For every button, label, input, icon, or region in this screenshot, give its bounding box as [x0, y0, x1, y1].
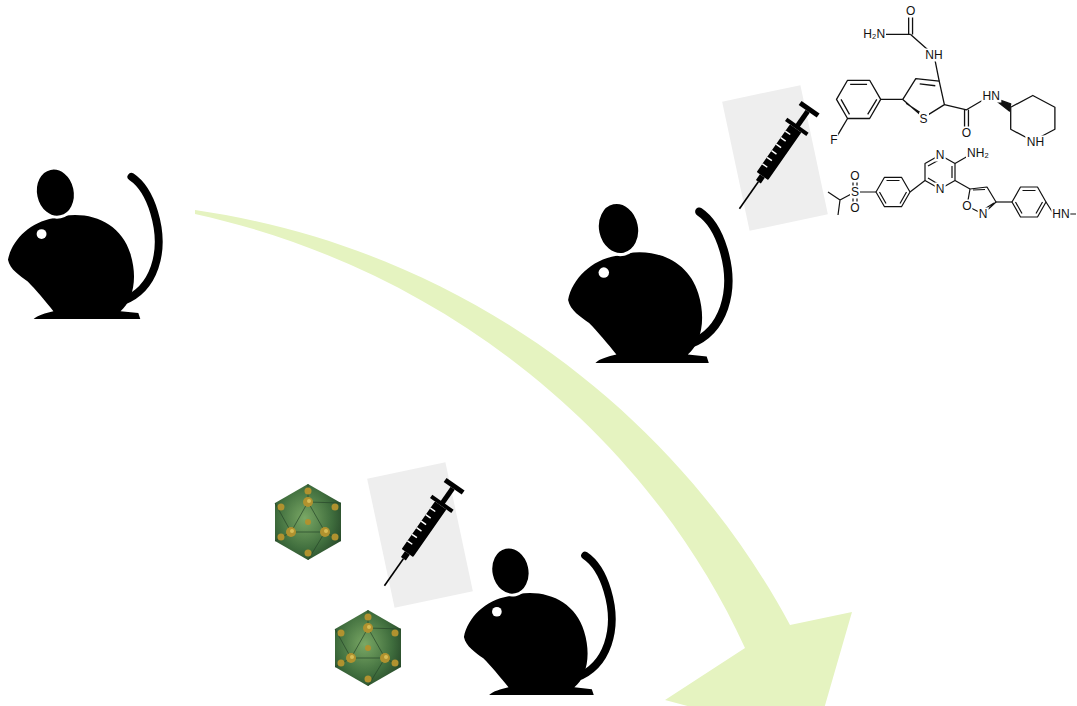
atom-label: NH — [1026, 136, 1045, 149]
atom-label: HN — [982, 89, 1001, 102]
atom-label: N — [935, 183, 946, 196]
atom-label: O — [849, 170, 860, 183]
atom-label: S — [850, 186, 860, 199]
progress-arrow — [195, 210, 852, 706]
chemical-structure — [828, 155, 1076, 217]
atom-label: O — [961, 127, 972, 140]
syringe-icon — [374, 477, 466, 593]
mouse-silhouette — [464, 543, 612, 695]
syringe-backdrop — [367, 462, 473, 608]
atom-label: N — [978, 208, 989, 221]
atom-label: O — [961, 200, 972, 213]
atom-label: O — [849, 202, 860, 215]
atom-label: F — [829, 133, 838, 146]
atom-label: H₂N — [862, 28, 886, 41]
atom-label: S — [919, 112, 929, 125]
syringe-icon — [729, 100, 821, 216]
virus-particle — [335, 610, 401, 686]
atom-label: N — [935, 149, 946, 162]
mouse-silhouette — [8, 164, 159, 319]
virus-particle — [275, 484, 341, 560]
atom-label: O — [905, 5, 916, 18]
syringe-backdrop — [722, 85, 828, 231]
chemical-structure — [836, 12, 1054, 141]
atom-label: NH₂ — [966, 147, 990, 160]
atom-label: NH — [924, 49, 943, 62]
atom-label: HN — [1051, 208, 1070, 221]
mouse-silhouette — [568, 198, 728, 362]
